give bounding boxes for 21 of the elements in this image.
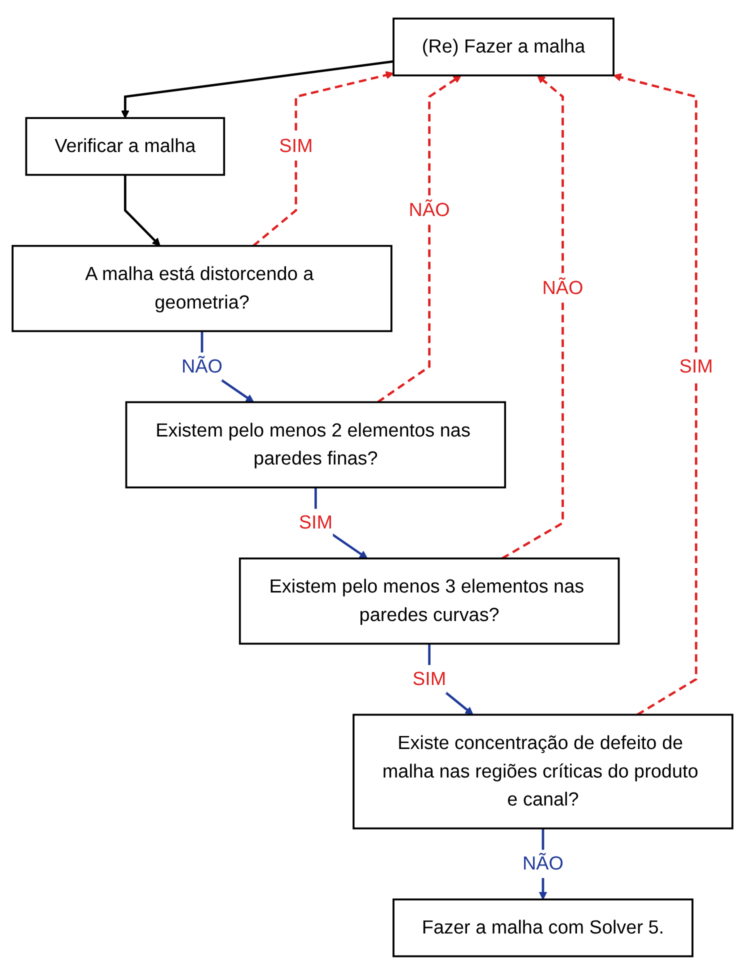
node-box: Existem pelo menos 2 elementos nas paredes finas?: [125, 401, 506, 488]
arrow: [377, 75, 462, 404]
edge-label: NÃO: [542, 278, 584, 300]
node-box: Verificar a malha: [25, 117, 226, 176]
node-box: A malha está distorcendo a geometria?: [12, 245, 392, 332]
edge-label: NÃO: [522, 854, 564, 874]
arrow: [502, 75, 564, 560]
edge-label: SIM: [679, 356, 713, 378]
arrow: [124, 174, 160, 246]
node-box: Existem pelo menos 3 elementos nas paredes curvas?: [238, 558, 620, 645]
node-box: Fazer a malha com Solver 5.: [392, 898, 694, 958]
node-box: (Re) Fazer a malha: [392, 18, 614, 76]
node-box: Existe concentração de defeito de malha nas regiões críticas do produto e canal?: [352, 714, 734, 830]
edge-label: SIM: [279, 136, 313, 157]
edge-label: NÃO: [181, 356, 223, 378]
edge-label: SIM: [412, 668, 446, 690]
arrow: [252, 71, 394, 247]
edge-label: NÃO: [408, 200, 450, 221]
arrow: [613, 73, 698, 716]
edge-label: SIM: [298, 512, 333, 534]
arrow: [121, 60, 394, 118]
